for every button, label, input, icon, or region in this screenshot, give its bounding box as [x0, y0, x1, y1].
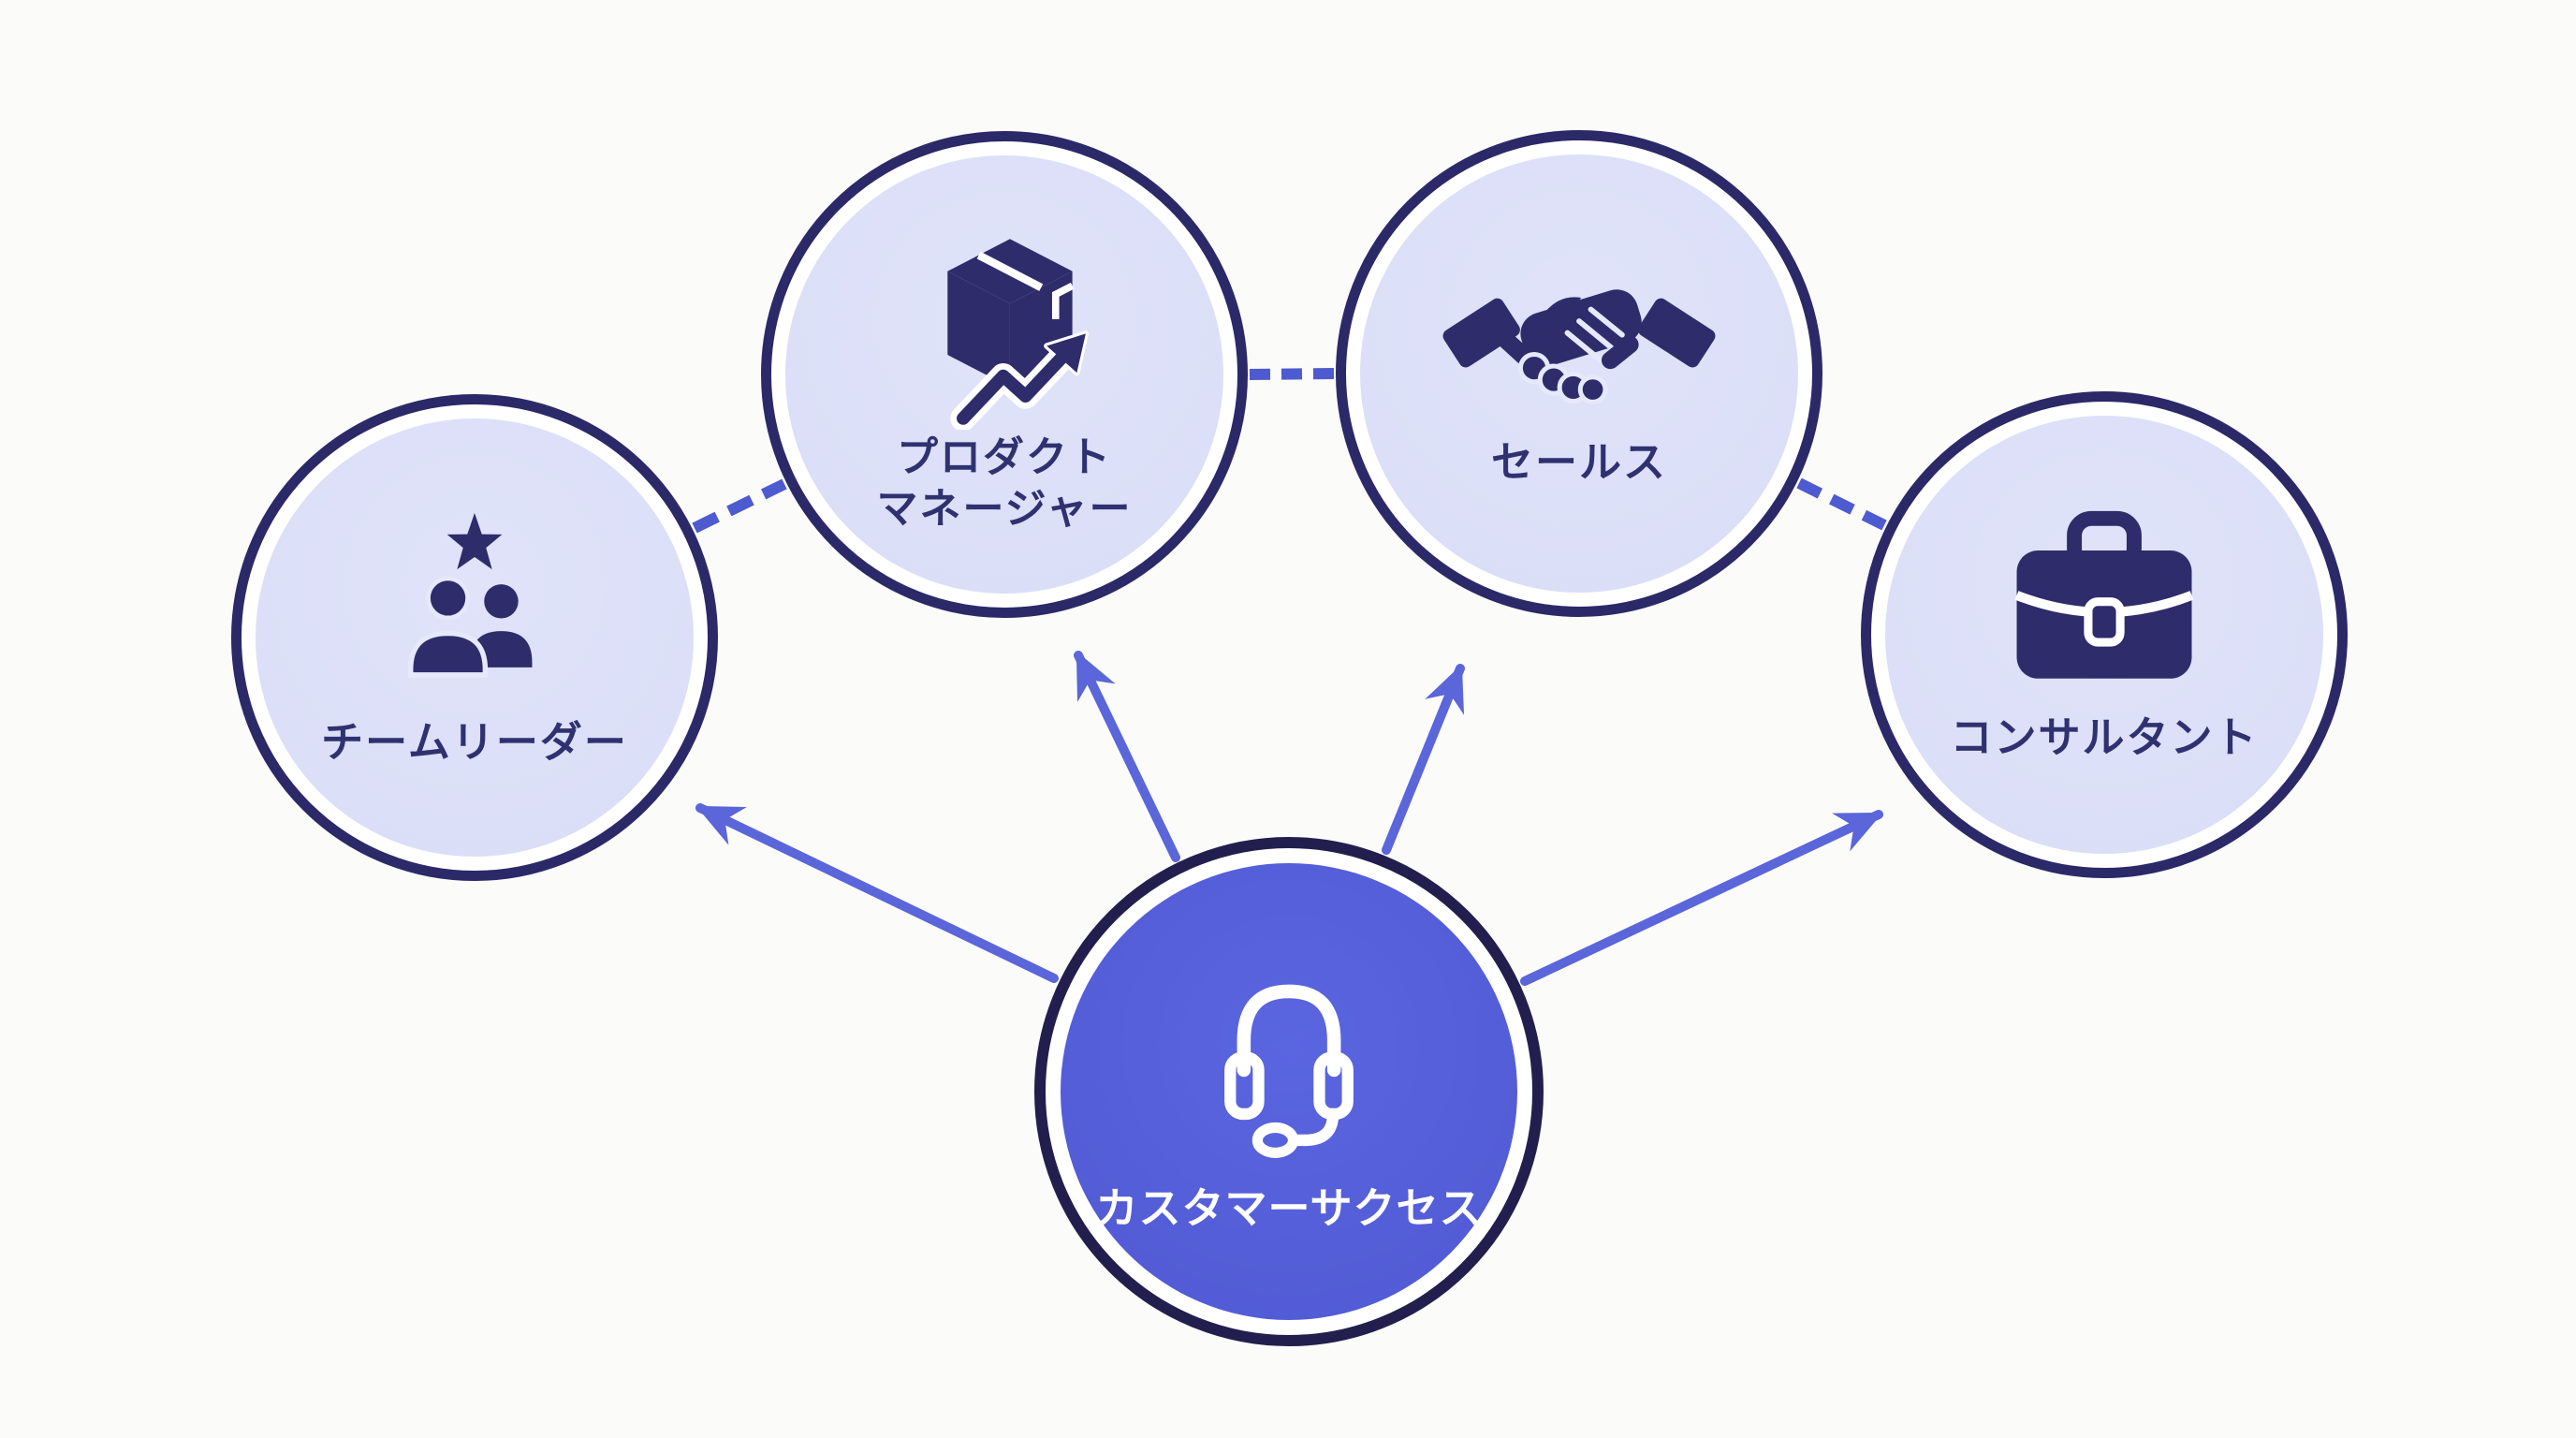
node-sales-body: セールス [1360, 154, 1798, 593]
briefcase-icon [1998, 506, 2211, 702]
package-trend-icon [887, 215, 1121, 430]
node-customer-success: カスタマーサクセス [1034, 837, 1544, 1346]
arrow-center-to-consultant [1520, 810, 1883, 986]
dashed-link-sales-consultant [1796, 477, 1887, 531]
arrow-center-to-sales [1382, 664, 1465, 855]
node-label: チームリーダー [321, 717, 628, 766]
arrow-center-to-team-leader [695, 803, 1059, 983]
headset-icon [1184, 948, 1394, 1158]
node-label: カスタマーサクセス [1095, 1183, 1483, 1232]
node-product-manager-body: プロダクト マネージャー [785, 155, 1223, 594]
dashed-link-teamleader-productmanager [692, 478, 787, 534]
node-team-leader-body: チームリーダー [256, 418, 694, 857]
node-team-leader: チームリーダー [231, 394, 718, 881]
node-label: コンサルタント [1950, 712, 2259, 761]
handshake-icon [1442, 258, 1716, 427]
node-label: プロダクト マネージャー [876, 433, 1133, 532]
node-label: セールス [1490, 437, 1667, 486]
node-consultant-body: コンサルタント [1885, 416, 2323, 854]
node-consultant: コンサルタント [1861, 391, 2348, 878]
node-customer-success-body: カスタマーサクセス [1061, 863, 1517, 1320]
team-leader-star-icon [368, 506, 581, 707]
arrow-center-to-product-manager [1074, 651, 1180, 862]
node-product-manager: プロダクト マネージャー [761, 131, 1248, 618]
node-sales: セールス [1336, 130, 1822, 617]
